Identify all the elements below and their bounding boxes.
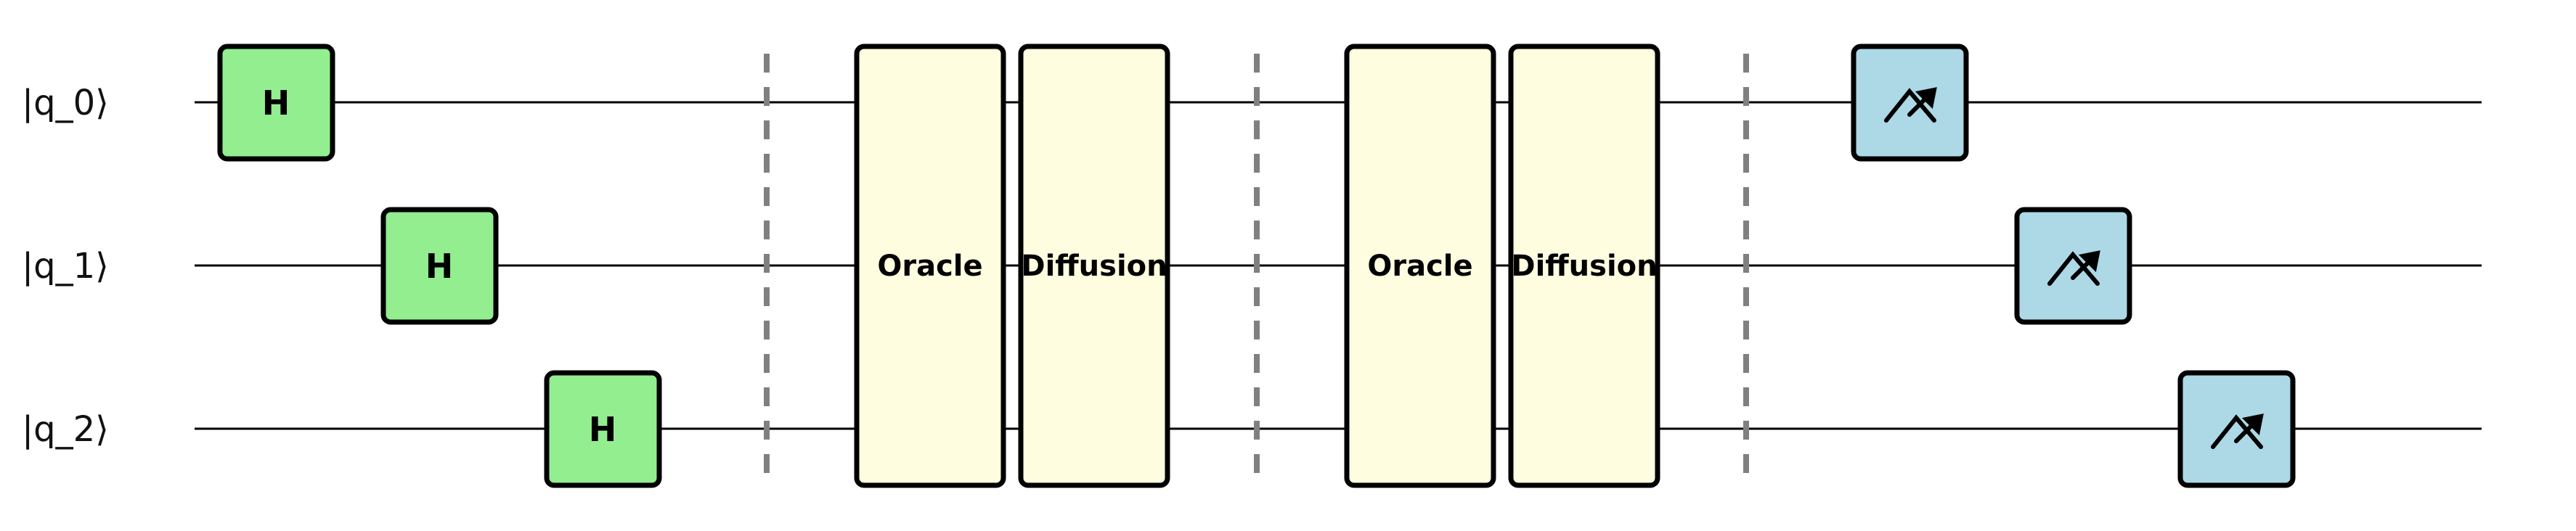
wires xyxy=(195,101,2482,430)
diffusion-gate-box xyxy=(1018,44,1170,488)
hadamard-gate-box xyxy=(380,207,499,325)
hadamard-gate-q2: H xyxy=(544,370,662,488)
oracle-gate-label: Oracle xyxy=(1367,250,1472,283)
diffusion-gate-label: Diffusion xyxy=(1021,250,1167,283)
hadamard-gate-q0: H xyxy=(217,44,335,162)
hadamard-gate-label: H xyxy=(425,247,454,286)
hadamard-gate-label: H xyxy=(262,83,290,123)
hadamard-gate-box xyxy=(544,370,662,488)
oracle-gate-2: Oracle xyxy=(1344,44,1496,488)
hadamard-gate-box xyxy=(217,44,335,162)
measure-gate-q2 xyxy=(2177,370,2296,488)
measure-gate-box xyxy=(2014,207,2132,325)
hadamard-gate-label: H xyxy=(589,410,617,449)
diffusion-gate-2: Diffusion xyxy=(1508,44,1660,488)
oracle-gate-box xyxy=(1344,44,1496,488)
qubit-label-0: |q_0⟩ xyxy=(22,83,109,123)
barriers xyxy=(764,54,1749,477)
oracle-gate-box xyxy=(854,44,1006,488)
qubit-label-1: |q_1⟩ xyxy=(22,246,109,287)
measure-gate-box xyxy=(2177,370,2296,488)
meter-icon xyxy=(1884,87,1937,123)
measure-gate-box xyxy=(1851,44,1969,162)
meter-icon xyxy=(2047,250,2100,286)
qubit-label-2: |q_2⟩ xyxy=(22,409,109,450)
diffusion-gate-box xyxy=(1508,44,1660,488)
measure-gate-q0 xyxy=(1851,44,1969,162)
diffusion-gate-label: Diffusion xyxy=(1511,250,1657,283)
measure-gate-q1 xyxy=(2014,207,2132,325)
hadamard-gate-q1: H xyxy=(380,207,499,325)
oracle-gate-1: Oracle xyxy=(854,44,1006,488)
oracle-gate-label: Oracle xyxy=(877,250,982,283)
meter-icon xyxy=(2211,413,2264,449)
diffusion-gate-1: Diffusion xyxy=(1018,44,1170,488)
